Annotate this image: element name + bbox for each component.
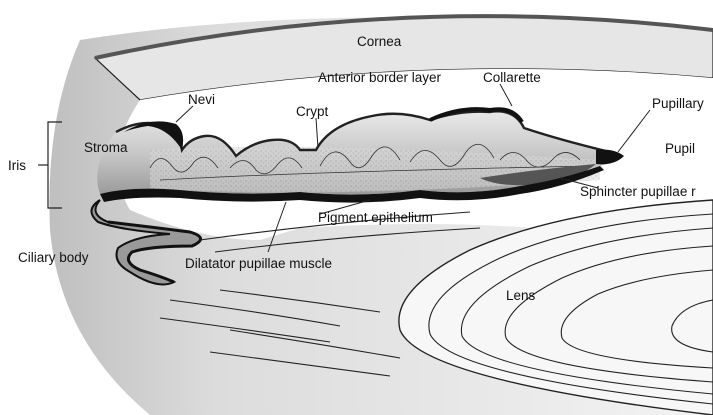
label-collarette: Collarette (483, 70, 541, 85)
label-pigment-epithelium: Pigment epithelium (318, 210, 433, 225)
label-lens: Lens (506, 288, 536, 303)
label-sphincter: Sphincter pupillae r (580, 184, 696, 199)
label-ciliary-body: Ciliary body (18, 250, 89, 265)
label-iris: Iris (8, 158, 26, 173)
label-dilatator: Dilatator pupillae muscle (185, 256, 332, 271)
label-stroma: Stroma (84, 140, 128, 155)
label-cornea: Cornea (357, 34, 402, 49)
label-anterior-border-layer: Anterior border layer (318, 70, 442, 85)
label-pupillary: Pupillary (652, 96, 704, 111)
label-crypt: Crypt (296, 104, 329, 119)
label-pupil: Pupil (665, 141, 695, 156)
label-nevi: Nevi (188, 92, 215, 107)
